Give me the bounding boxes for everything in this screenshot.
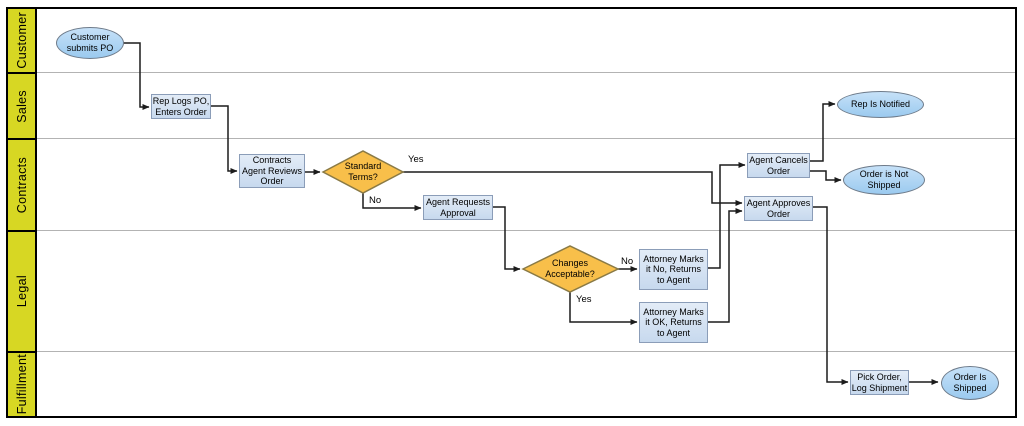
node-label: Agent Approves Order (746, 197, 811, 219)
node-attorney-marks-ok[interactable]: Attorney Marks it OK, Returns to Agent (639, 302, 708, 343)
node-pick-order[interactable]: Pick Order, Log Shipment (850, 370, 909, 395)
node-label: Attorney Marks it OK, Returns to Agent (643, 306, 704, 338)
edge-customer-to-replogs (123, 42, 150, 110)
lane-label-fulfillment: Fulfillment (6, 351, 37, 418)
edge-standardterms-no (362, 193, 422, 211)
edge-attorneyok-to-approves (708, 208, 743, 323)
node-label: Customer submits PO (66, 32, 114, 53)
edge-label-standard-terms-yes: Yes (408, 154, 424, 165)
node-label: Agent Cancels Order (749, 154, 808, 176)
node-attorney-marks-no[interactable]: Attorney Marks it No, Returns to Agent (639, 249, 708, 290)
lane-label-legal: Legal (6, 230, 37, 353)
lane-divider-legal-fulfillment (36, 351, 1015, 352)
diagram-frame (6, 7, 1017, 418)
node-agent-approves-order[interactable]: Agent Approves Order (744, 196, 813, 221)
node-label: Agent Requests Approval (425, 196, 491, 218)
node-label: Order Is Shipped (953, 372, 987, 393)
lane-label-customer: Customer (6, 7, 37, 74)
node-order-is-shipped[interactable]: Order Is Shipped (941, 366, 999, 400)
node-contracts-agent-reviews[interactable]: Contracts Agent Reviews Order (239, 154, 305, 188)
edge-requests-to-changes (493, 206, 521, 272)
node-label: Rep Is Notified (850, 99, 911, 110)
node-rep-is-notified[interactable]: Rep Is Notified (837, 91, 924, 118)
edge-replogs-to-reviews (211, 105, 238, 174)
edge-cancels-to-notshipped (810, 170, 842, 183)
edge-changes-yes (569, 292, 638, 325)
edge-attorneyno-to-cancels (708, 162, 746, 269)
node-changes-acceptable-diamond[interactable] (521, 245, 620, 293)
node-label: Attorney Marks it No, Returns to Agent (643, 253, 704, 285)
edge-label-changes-acceptable-no: No (621, 256, 634, 267)
edge-standardterms-yes (403, 171, 743, 206)
node-agent-cancels-order[interactable]: Agent Cancels Order (747, 153, 810, 178)
node-label: Order is Not Shipped (859, 169, 909, 190)
node-agent-requests-approval[interactable]: Agent Requests Approval (423, 195, 493, 220)
edge-label-standard-terms-no: No (369, 195, 382, 206)
edge-label-changes-acceptable-yes: Yes (576, 294, 592, 305)
node-rep-logs-po[interactable]: Rep Logs PO, Enters Order (151, 94, 211, 119)
node-customer-submits-po[interactable]: Customer submits PO (56, 27, 124, 59)
lane-divider-customer-sales (36, 72, 1015, 73)
node-label: Rep Logs PO, Enters Order (152, 95, 210, 117)
node-label: Contracts Agent Reviews Order (241, 155, 303, 187)
edge-cancels-to-notified (810, 101, 836, 162)
node-standard-terms-diamond[interactable] (321, 150, 405, 194)
lane-divider-sales-contracts (36, 138, 1015, 139)
edge-approves-to-pickorder (812, 206, 849, 385)
node-order-is-not-shipped[interactable]: Order is Not Shipped (843, 165, 925, 195)
node-label: Pick Order, Log Shipment (851, 371, 908, 393)
lane-divider-contracts-legal (36, 230, 1015, 231)
